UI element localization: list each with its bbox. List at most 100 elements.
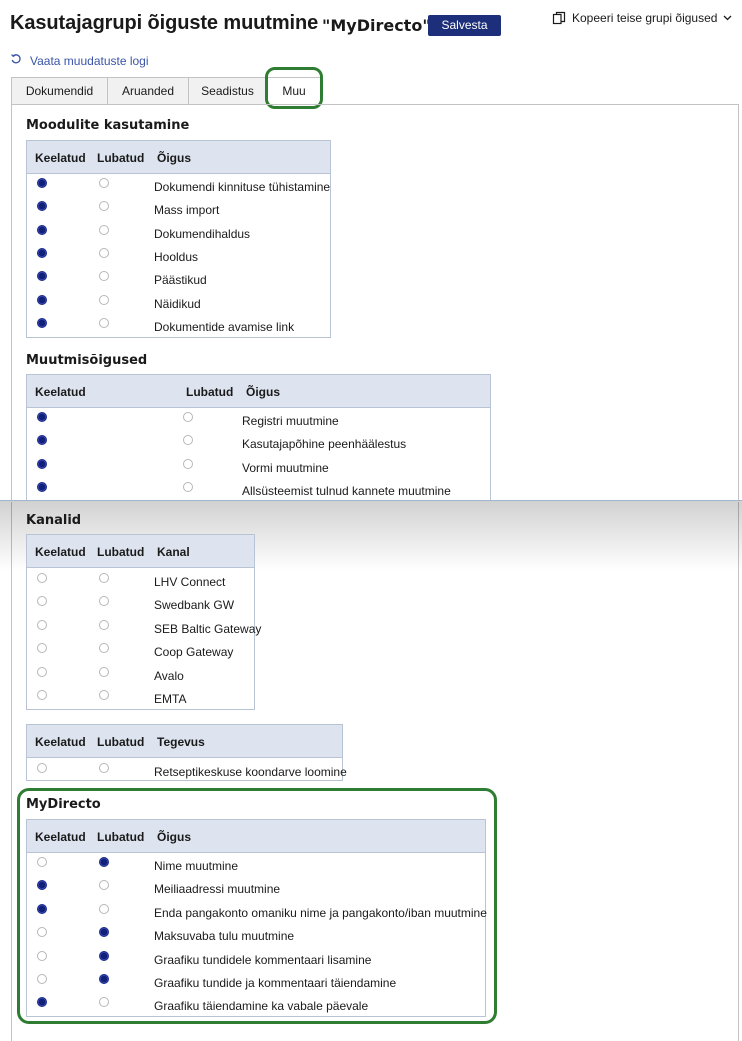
page-title: Kasutajagrupi õiguste muutmine: [10, 12, 319, 34]
column-header-lubatud: Lubatud: [97, 151, 145, 165]
lubatud-radio[interactable]: [99, 294, 109, 305]
change-log-link[interactable]: Vaata muudatuste logi: [10, 53, 149, 68]
tab-content-panel: [11, 104, 739, 500]
module-label: Päästikud: [154, 273, 207, 288]
lubatud-radio[interactable]: [99, 927, 109, 938]
lubatud-radio[interactable]: [99, 573, 109, 583]
tab-seadistus[interactable]: Seadistus: [188, 77, 267, 104]
lubatud-radio[interactable]: [99, 666, 109, 677]
column-header-lubatud: Lubatud: [97, 545, 145, 559]
mydirecto-section-title: MyDirecto: [26, 797, 101, 812]
keelatud-radio[interactable]: [37, 573, 47, 583]
edit-right-label: Allsüsteemist tulnud kannete muutmine: [242, 483, 451, 498]
mydirecto-right-label: Meiliaadressi muutmine: [154, 882, 281, 897]
module-label: Näidikud: [154, 296, 201, 311]
keelatud-radio[interactable]: [37, 880, 47, 891]
channel-label: LHV Connect: [154, 575, 226, 589]
mydirecto-right-row-meiliaadressi-muutmine: Meiliaadressi muutmine: [27, 877, 485, 900]
save-button[interactable]: Salvesta: [428, 15, 501, 36]
lubatud-radio[interactable]: [99, 857, 109, 867]
lubatud-radio[interactable]: [99, 201, 109, 212]
keelatud-radio[interactable]: [37, 317, 47, 328]
column-header-oigus: Õigus: [246, 385, 281, 399]
keelatud-radio[interactable]: [37, 435, 47, 446]
keelatud-radio[interactable]: [37, 178, 47, 188]
group-name: "MyDirecto": [322, 16, 431, 35]
column-header-lubatud: Lubatud: [97, 735, 145, 749]
lubatud-radio[interactable]: [183, 481, 193, 492]
keelatud-radio[interactable]: [37, 294, 47, 305]
mydirecto-highlight-frame: [17, 788, 497, 1024]
lubatud-radio[interactable]: [99, 643, 109, 654]
keelatud-radio[interactable]: [37, 974, 47, 984]
keelatud-radio[interactable]: [37, 903, 47, 914]
tab-highlight-frame: [265, 67, 323, 109]
keelatud-radio[interactable]: [37, 596, 47, 607]
keelatud-radio[interactable]: [37, 247, 47, 258]
lubatud-radio[interactable]: [99, 997, 109, 1008]
keelatud-radio[interactable]: [37, 224, 47, 235]
keelatud-radio[interactable]: [37, 201, 47, 212]
lubatud-radio[interactable]: [99, 224, 109, 235]
lubatud-radio[interactable]: [99, 619, 109, 630]
channel-label: Coop Gateway: [154, 645, 234, 660]
column-header-keelatud: Keelatud: [35, 735, 86, 749]
keelatud-radio[interactable]: [37, 666, 47, 677]
edit-right-row-vormi-muutmine: Vormi muutmine: [27, 456, 490, 479]
mydirecto-right-row-graafiku-tundide-ja-kommentaari-taiendamine: Graafiku tundide ja kommentaari täiendam…: [27, 971, 485, 994]
keelatud-radio[interactable]: [37, 690, 47, 700]
mydirecto-right-label: Nime muutmine: [154, 859, 239, 873]
keelatud-radio[interactable]: [37, 927, 47, 938]
keelatud-radio[interactable]: [37, 857, 47, 867]
lubatud-radio[interactable]: [99, 974, 109, 984]
lubatud-radio[interactable]: [99, 247, 109, 258]
channels-section-title: Kanalid: [26, 513, 82, 528]
keelatud-radio[interactable]: [37, 458, 47, 469]
keelatud-radio[interactable]: [37, 619, 47, 630]
history-icon: [10, 53, 22, 68]
keelatud-radio[interactable]: [37, 481, 47, 492]
edit-right-label: Registri muutmine: [242, 414, 339, 428]
keelatud-radio[interactable]: [37, 997, 47, 1008]
lubatud-radio[interactable]: [183, 412, 193, 422]
copy-icon: [552, 11, 566, 25]
keelatud-radio[interactable]: [37, 271, 47, 282]
lubatud-radio[interactable]: [99, 317, 109, 328]
mydirecto-right-row-enda-pangakonto-omaniku-nime-ja-pangakonto-iban-muutmine: Enda pangakonto omaniku nime ja pangakon…: [27, 901, 487, 924]
channel-row-seb-baltic-gateway: SEB Baltic Gateway: [27, 617, 261, 640]
tab-muu[interactable]: Muu: [266, 77, 322, 105]
lubatud-radio[interactable]: [99, 950, 109, 961]
keelatud-radio[interactable]: [37, 643, 47, 654]
modules-section-title: Moodulite kasutamine: [26, 118, 190, 133]
mydirecto-right-row-graafiku-tundidele-kommentaari-lisamine: Graafiku tundidele kommentaari lisamine: [27, 948, 485, 971]
keelatud-radio[interactable]: [37, 763, 47, 773]
lubatud-radio[interactable]: [99, 763, 109, 773]
lubatud-radio[interactable]: [99, 903, 109, 914]
mydirecto-right-row-nime-muutmine: Nime muutmine: [27, 854, 485, 877]
lubatud-radio[interactable]: [99, 178, 109, 188]
keelatud-radio[interactable]: [37, 950, 47, 961]
channel-label: Avalo: [154, 668, 184, 683]
module-row-mass-import: Mass import: [27, 198, 330, 221]
module-row-dokumendi-kinnituse-tuhistamine: Dokumendi kinnituse tühistamine: [27, 175, 330, 198]
lubatud-radio[interactable]: [183, 435, 193, 446]
lubatud-radio[interactable]: [99, 690, 109, 700]
lubatud-radio[interactable]: [183, 458, 193, 469]
copy-rights-dropdown[interactable]: Kopeeri teise grupi õigused: [552, 11, 732, 25]
lubatud-radio[interactable]: [99, 880, 109, 891]
channel-label: SEB Baltic Gateway: [154, 621, 262, 636]
change-log-label: Vaata muudatuste logi: [30, 53, 149, 68]
keelatud-radio[interactable]: [37, 412, 47, 422]
mydirecto-right-label: Graafiku tundidele kommentaari lisamine: [154, 952, 372, 967]
tab-aruanded[interactable]: Aruanded: [107, 77, 189, 104]
column-header-oigus: Õigus: [157, 151, 192, 165]
module-label: Hooldus: [154, 249, 199, 264]
tab-dokumendid[interactable]: Dokumendid: [11, 77, 108, 104]
edit-right-label: Vormi muutmine: [242, 460, 329, 475]
lubatud-radio[interactable]: [99, 271, 109, 282]
lubatud-radio[interactable]: [99, 596, 109, 607]
